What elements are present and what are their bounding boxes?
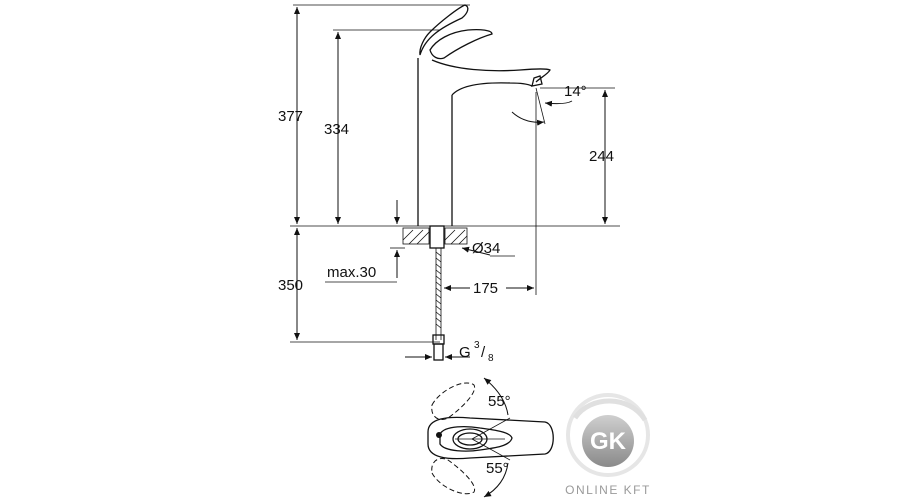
label-244: 244 [589,148,614,165]
dimension-max30: max.30 [325,200,405,283]
label-334: 334 [324,121,349,138]
gk-online-logo: GK ONLINE KFT [565,393,651,497]
label-max30: max.30 [327,264,376,281]
faucet-top-view: 55° 55° [427,377,554,498]
dimension-334: 334 [324,32,349,224]
label-55deg-top: 55° [488,393,511,410]
label-thread-den: 8 [488,353,494,364]
extension-lines [290,4,620,343]
faucet-side-view [402,4,551,361]
label-thread-g: G [459,344,471,361]
label-55deg-bottom: 55° [486,460,509,477]
label-14deg: 14° [564,83,587,100]
label-377: 377 [278,108,303,125]
dimension-thread: G 3 / 8 [405,340,494,364]
label-diameter: Ø34 [472,240,500,257]
spout-angle: 14° [511,83,587,126]
label-thread-slash: / [481,344,486,361]
dimension-350: 350 [278,228,303,340]
label-350: 350 [278,277,303,294]
logo-letters: GK [590,428,627,455]
label-175: 175 [473,280,498,297]
label-thread-num: 3 [474,340,480,351]
dimension-377: 377 [278,7,303,224]
dimension-244: 244 [589,90,614,224]
logo-caption: ONLINE KFT [565,483,651,497]
dimension-175: 175 [444,280,534,297]
dimension-diameter: Ø34 [461,240,515,257]
